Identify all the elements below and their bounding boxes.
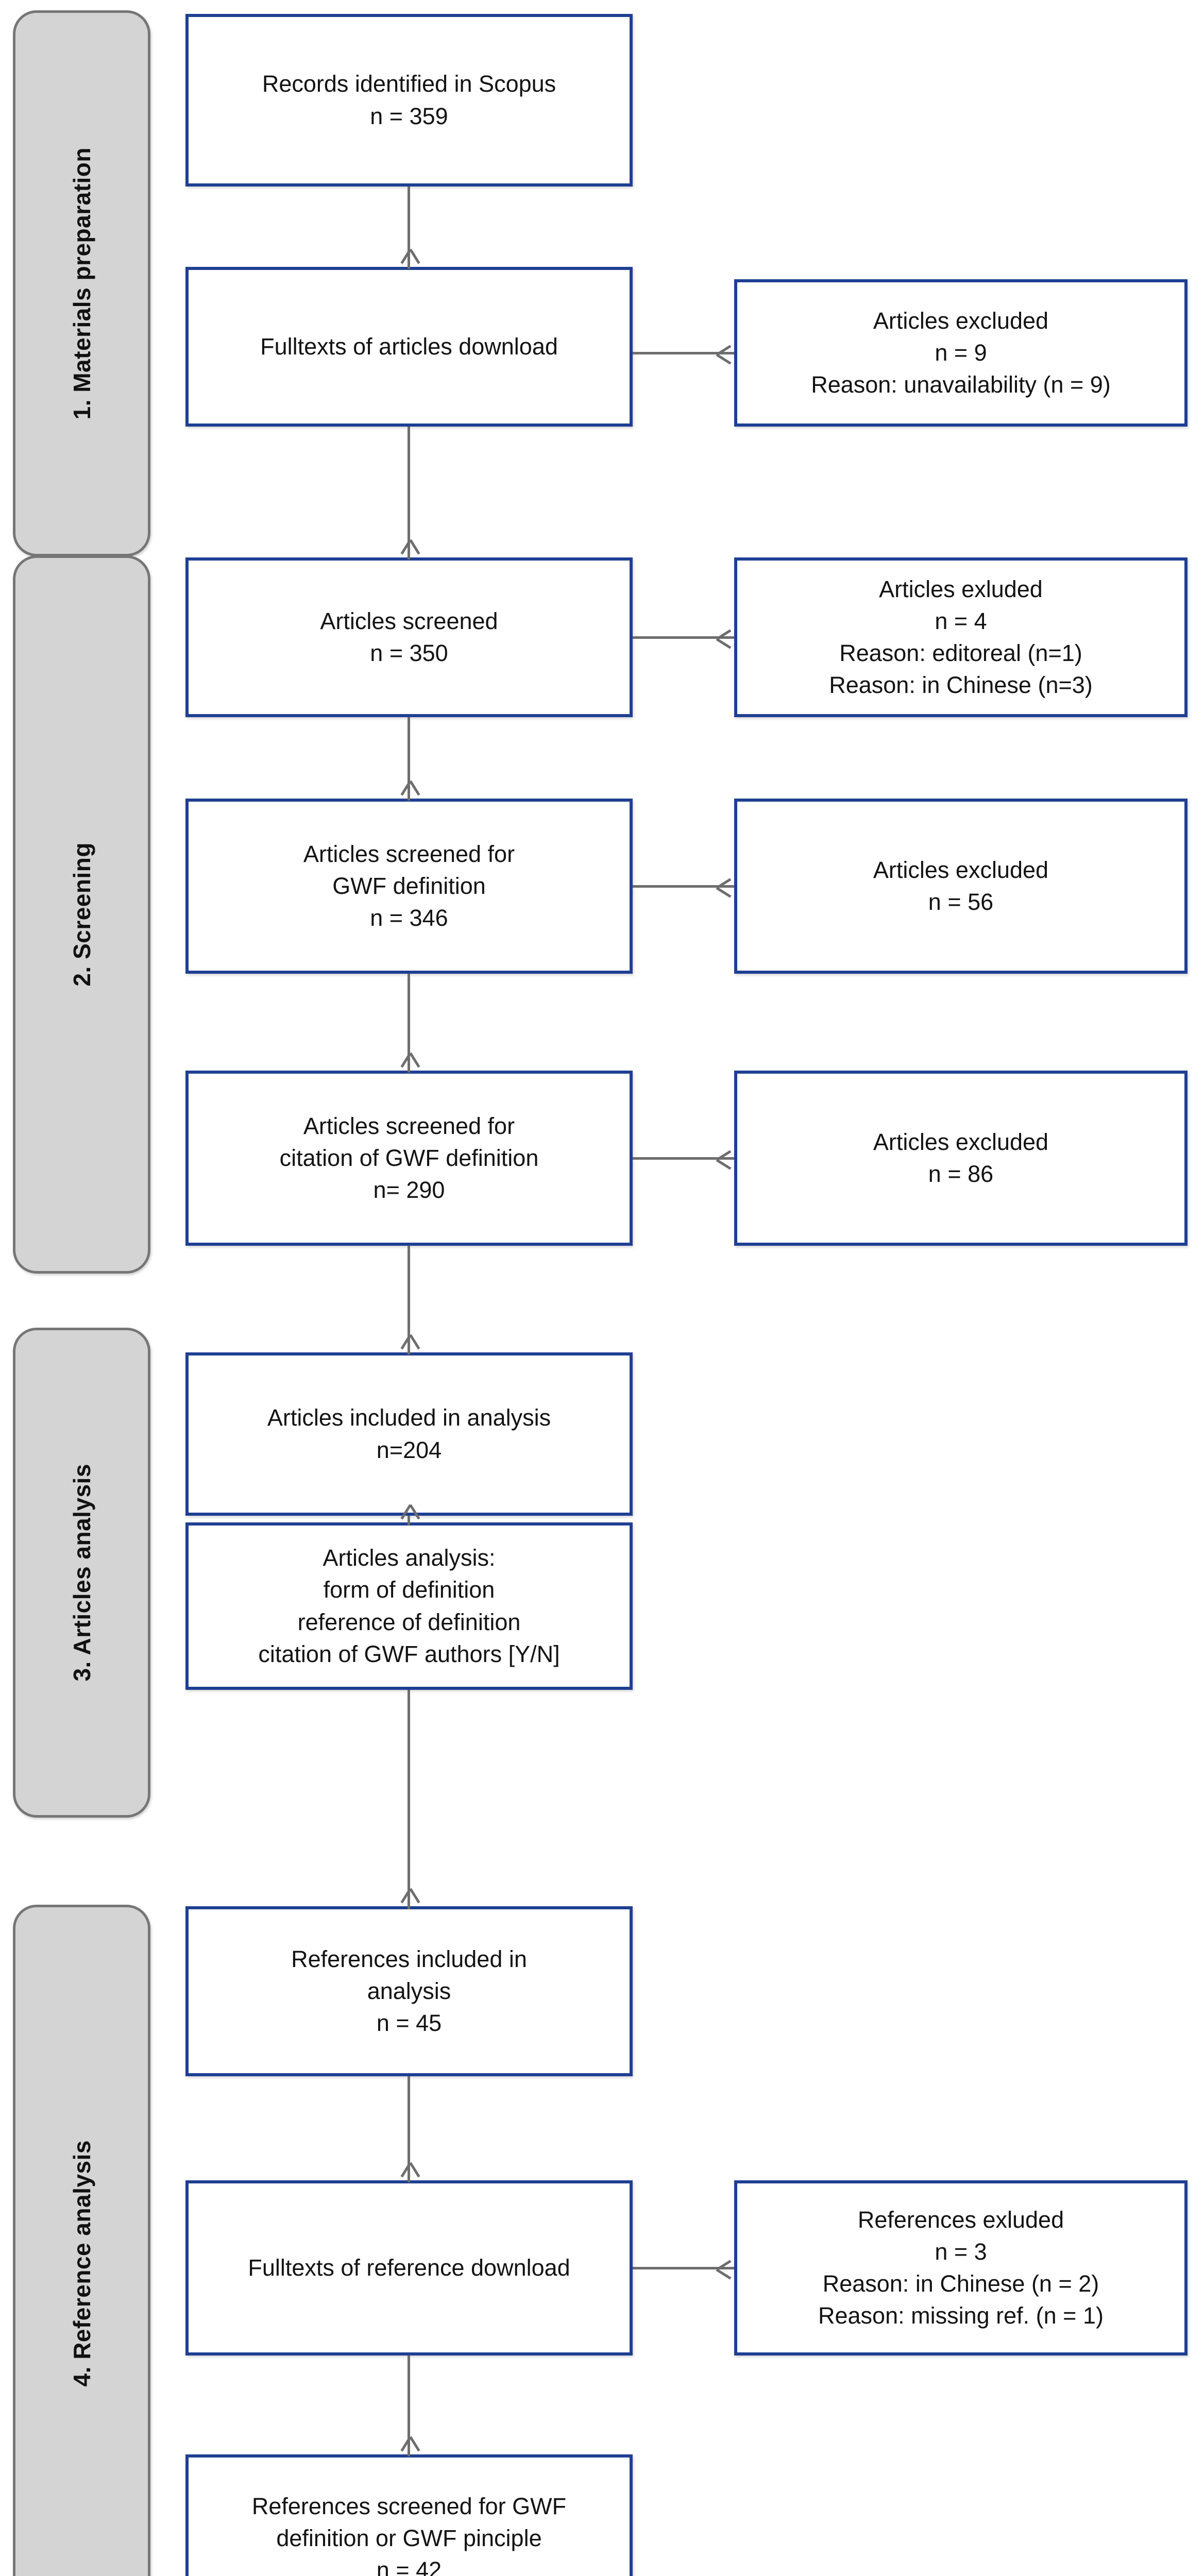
stage-2-screening: 2. Screening — [13, 555, 150, 1274]
connector-v-3 — [408, 717, 410, 801]
connector-h-1 — [633, 352, 734, 354]
box-excluded-unavailability: Articles excluded n = 9 Reason: unavaila… — [734, 279, 1188, 427]
box-excluded-editoreal-chinese-text: Articles exluded n = 4 Reason: editoreal… — [829, 575, 1093, 699]
box-excluded-86: Articles excluded n = 86 — [734, 1071, 1188, 1246]
box-excluded-editoreal-chinese: Articles exluded n = 4 Reason: editoreal… — [734, 557, 1188, 717]
connector-v-2 — [408, 427, 410, 560]
box-references-included-analysis: References included in analysis n = 45 — [185, 1906, 633, 2076]
arrowhead-right-2 — [717, 629, 732, 647]
box-references-screened-gwf-text: References screened for GWF definition o… — [251, 2493, 567, 2576]
arrowhead-down-9 — [400, 2437, 418, 2452]
arrowhead-right-3 — [717, 878, 732, 895]
stage-4-label: 4. Reference analysis — [68, 2140, 95, 2387]
connector-v-7 — [408, 1690, 410, 1909]
connector-v-9 — [408, 2355, 410, 2456]
connector-v-6 — [408, 1516, 410, 1525]
stage-3-articles-analysis: 3. Articles analysis — [13, 1328, 150, 1818]
box-excluded-86-text: Articles excluded n = 86 — [873, 1128, 1049, 1187]
box-articles-included-analysis-text: Articles included in analysis n=204 — [267, 1404, 551, 1463]
stage-1-label: 1. Materials preparation — [68, 147, 95, 420]
connector-v-4 — [408, 974, 410, 1073]
box-articles-screened-citation-text: Articles screened for citation of GWF de… — [279, 1112, 539, 1204]
connector-h-4 — [633, 1157, 734, 1160]
stage-1-materials-preparation: 1. Materials preparation — [13, 10, 150, 556]
box-excluded-unavailability-text: Articles excluded n = 9 Reason: unavaila… — [811, 307, 1111, 398]
box-records-identified-text: Records identified in Scopus n = 359 — [262, 71, 556, 129]
arrowhead-down-5 — [400, 1335, 418, 1350]
box-articles-analysis-text: Articles analysis: form of definition re… — [258, 1545, 560, 1667]
box-references-exluded: References exluded n = 3 Reason: in Chin… — [734, 2180, 1188, 2355]
connector-h-2 — [633, 636, 734, 639]
stage-4-reference-analysis: 4. Reference analysis — [13, 1905, 150, 2576]
box-articles-screened-gwf-definition-text: Articles screened for GWF definition n =… — [303, 840, 515, 931]
box-articles-screened-text: Articles screened n = 350 — [320, 607, 498, 666]
box-fulltexts-reference-download-text: Fulltexts of reference download — [248, 2254, 570, 2281]
box-articles-screened-citation: Articles screened for citation of GWF de… — [185, 1071, 633, 1246]
box-references-screened-gwf: References screened for GWF definition o… — [185, 2454, 633, 2576]
connector-v-5 — [408, 1246, 410, 1354]
arrowhead-down-4 — [400, 1053, 418, 1069]
arrowhead-right-4 — [717, 1150, 732, 1167]
connector-h-5 — [633, 2267, 734, 2269]
box-fulltexts-articles-download: Fulltexts of articles download — [185, 267, 633, 427]
arrowhead-right-1 — [717, 345, 732, 362]
connector-v-1 — [408, 187, 410, 269]
arrowhead-right-5 — [717, 2260, 732, 2277]
stage-2-label: 2. Screening — [68, 842, 95, 987]
arrowhead-down-2 — [400, 540, 418, 555]
box-articles-included-analysis: Articles included in analysis n=204 — [185, 1352, 633, 1516]
box-references-included-analysis-text: References included in analysis n = 45 — [291, 1945, 527, 2037]
arrowhead-down-6 — [400, 1505, 418, 1520]
arrowhead-down-7 — [400, 1889, 418, 1904]
arrowhead-down-1 — [400, 249, 418, 265]
box-fulltexts-articles-download-text: Fulltexts of articles download — [260, 333, 558, 360]
box-records-identified: Records identified in Scopus n = 359 — [185, 14, 633, 187]
box-articles-screened-gwf-definition: Articles screened for GWF definition n =… — [185, 799, 633, 974]
arrowhead-down-8 — [400, 2163, 418, 2178]
box-fulltexts-reference-download: Fulltexts of reference download — [185, 2180, 633, 2355]
box-articles-screened: Articles screened n = 350 — [185, 557, 633, 717]
box-excluded-56-text: Articles excluded n = 56 — [873, 856, 1049, 915]
box-articles-analysis: Articles analysis: form of definition re… — [185, 1522, 633, 1690]
connector-h-3 — [633, 885, 734, 888]
box-references-exluded-text: References exluded n = 3 Reason: in Chin… — [818, 2206, 1104, 2329]
arrowhead-down-3 — [400, 781, 418, 796]
connector-v-8 — [408, 2076, 410, 2182]
stage-3-label: 3. Articles analysis — [68, 1464, 95, 1682]
box-excluded-56: Articles excluded n = 56 — [734, 799, 1188, 974]
